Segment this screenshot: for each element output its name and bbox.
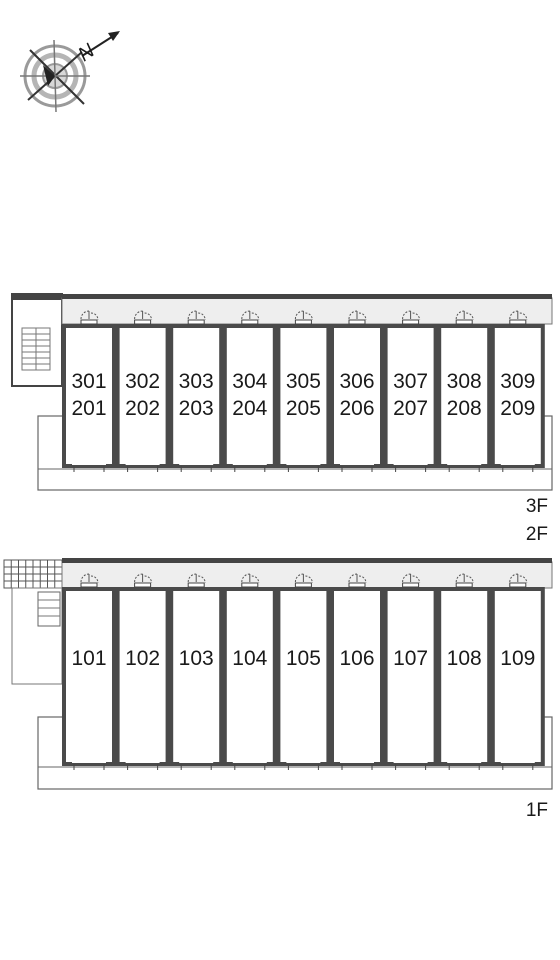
door-icon: [402, 310, 421, 325]
door-icon: [241, 573, 260, 588]
door-icon: [187, 573, 206, 588]
unit-number: 103: [179, 647, 214, 670]
unit-number-upper: 308: [447, 370, 482, 393]
unit-109: 109: [490, 573, 545, 770]
door-icon: [348, 310, 367, 325]
unit-number-lower: 202: [125, 397, 160, 420]
upper-block: 3012013022023032033042043052053062063072…: [11, 293, 553, 491]
door-icon: [80, 573, 99, 588]
unit-number-upper: 301: [71, 370, 106, 393]
door-icon: [509, 573, 528, 588]
unit-number-lower: 206: [339, 397, 374, 420]
floor-label-3f: 3F: [526, 496, 548, 517]
unit-number-lower: 209: [500, 397, 535, 420]
unit-number: 101: [71, 647, 106, 670]
unit-number-lower: 207: [393, 397, 428, 420]
floor-label-1f: 1F: [526, 800, 548, 821]
unit-number-upper: 304: [232, 370, 267, 393]
door-icon: [241, 310, 260, 325]
unit-number: 106: [339, 647, 374, 670]
unit-number-upper: 303: [179, 370, 214, 393]
unit-106: 106: [330, 573, 384, 770]
unit-number-upper: 306: [339, 370, 374, 393]
door-icon: [455, 310, 474, 325]
unit-number: 102: [125, 647, 160, 670]
unit-number-lower: 208: [447, 397, 482, 420]
lower-block: 101 102 103 104 105 106 107 108 109: [3, 558, 553, 790]
unit-number-upper: 309: [500, 370, 535, 393]
unit-number: 108: [447, 647, 482, 670]
unit-101: 101: [62, 573, 116, 770]
unit-number-upper: 307: [393, 370, 428, 393]
floor-label-2f: 2F: [526, 524, 548, 545]
unit-number-lower: 201: [71, 397, 106, 420]
door-icon: [80, 310, 99, 325]
unit-number-upper: 302: [125, 370, 160, 393]
unit-number-lower: 204: [232, 397, 267, 420]
door-icon: [134, 310, 153, 325]
door-icon: [509, 310, 528, 325]
unit-number: 104: [232, 647, 267, 670]
door-icon: [455, 573, 474, 588]
door-icon: [187, 310, 206, 325]
unit-number-lower: 203: [179, 397, 214, 420]
door-icon: [348, 573, 367, 588]
door-icon: [294, 573, 313, 588]
unit-107: 107: [383, 573, 438, 770]
unit-105: 105: [276, 573, 331, 770]
door-icon: [294, 310, 313, 325]
unit-104: 104: [222, 573, 277, 770]
compass-rose-icon: [20, 31, 120, 113]
unit-number: 107: [393, 647, 428, 670]
unit-number-upper: 305: [286, 370, 321, 393]
entrance-stair: [3, 559, 63, 685]
unit-number: 109: [500, 647, 535, 670]
unit-number-lower: 205: [286, 397, 321, 420]
unit-108: 108: [437, 573, 492, 770]
door-icon: [134, 573, 153, 588]
unit-number: 105: [286, 647, 321, 670]
unit-103: 103: [169, 573, 224, 770]
unit-102: 102: [115, 573, 170, 770]
door-icon: [402, 573, 421, 588]
